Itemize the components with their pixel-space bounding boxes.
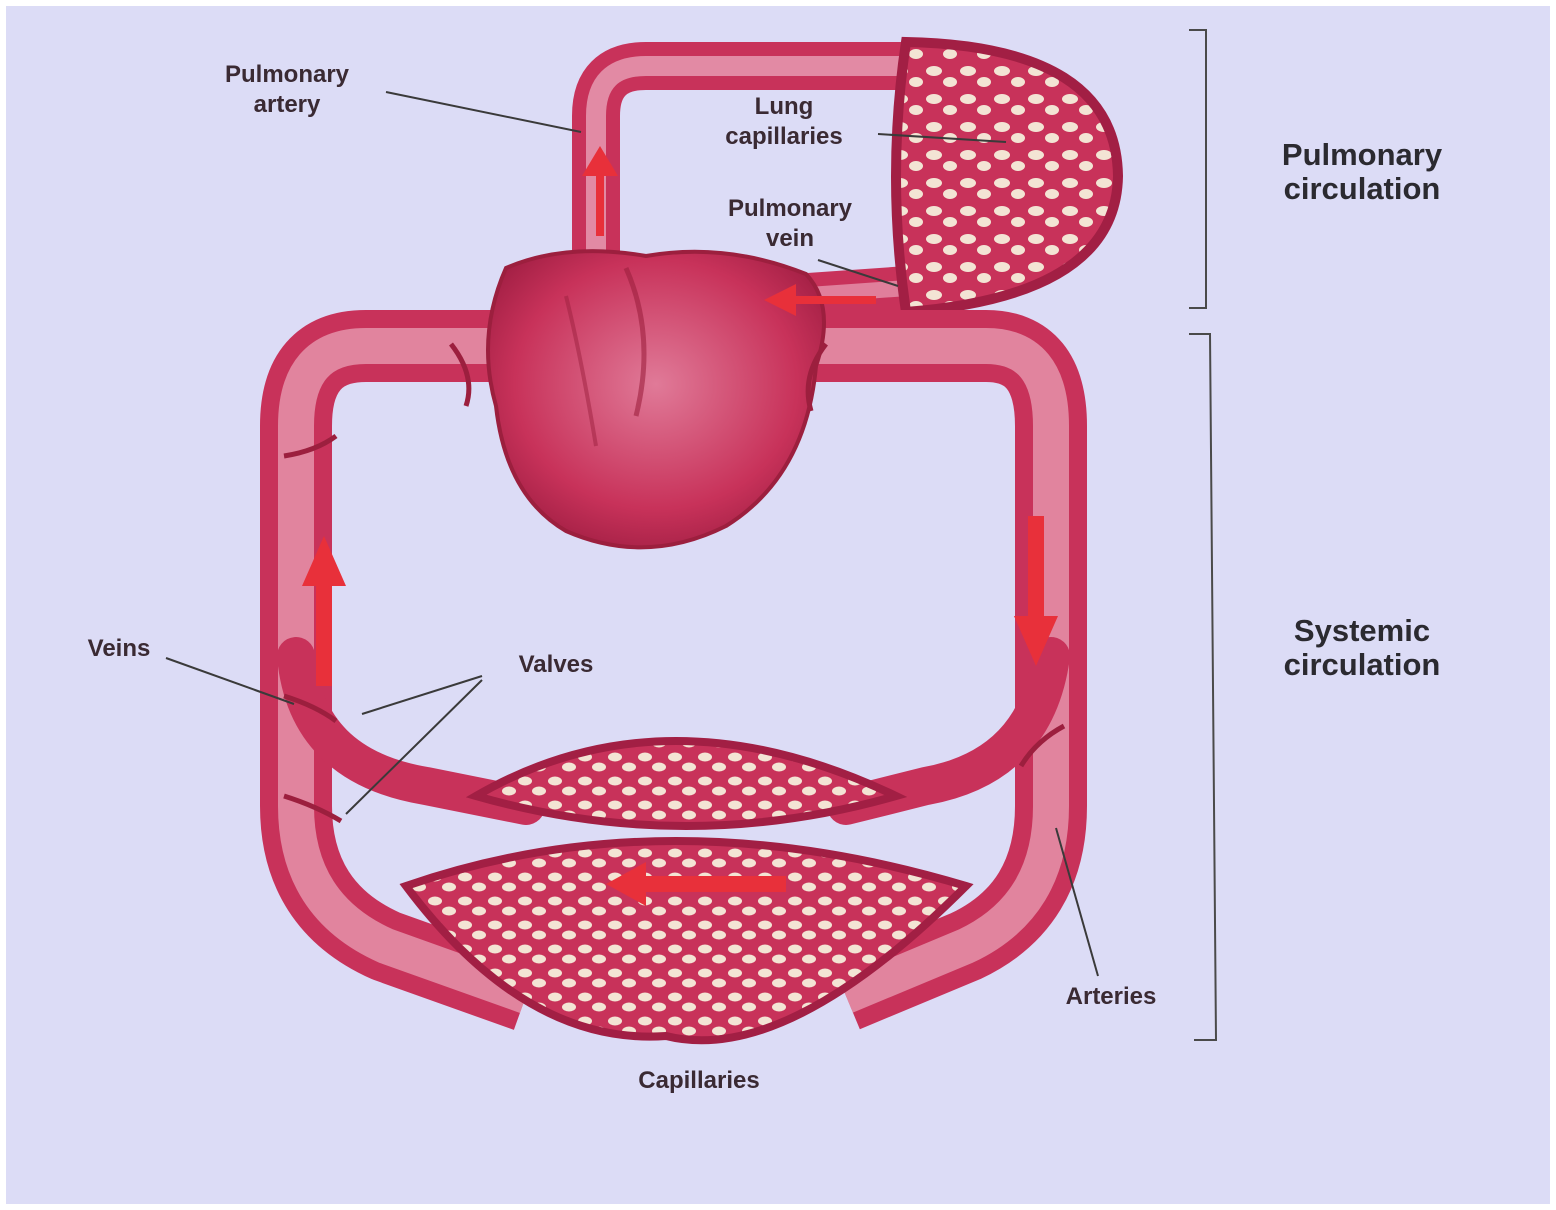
- label-veins: Veins: [64, 634, 174, 664]
- label-pulmonary-artery: Pulmonary artery: [192, 60, 382, 120]
- label-capillaries: Capillaries: [604, 1066, 794, 1096]
- label-lung-capillaries: Lung capillaries: [696, 92, 872, 152]
- circulation-figure: Pulmonary artery Lung capillaries Pulmon…: [6, 6, 1550, 1204]
- label-systemic-circulation: Systemic circulation: [1232, 614, 1492, 682]
- label-arteries: Arteries: [1036, 982, 1186, 1012]
- label-pulmonary-vein: Pulmonary vein: [692, 194, 888, 254]
- label-valves: Valves: [496, 650, 616, 680]
- label-pulmonary-circulation: Pulmonary circulation: [1232, 138, 1492, 206]
